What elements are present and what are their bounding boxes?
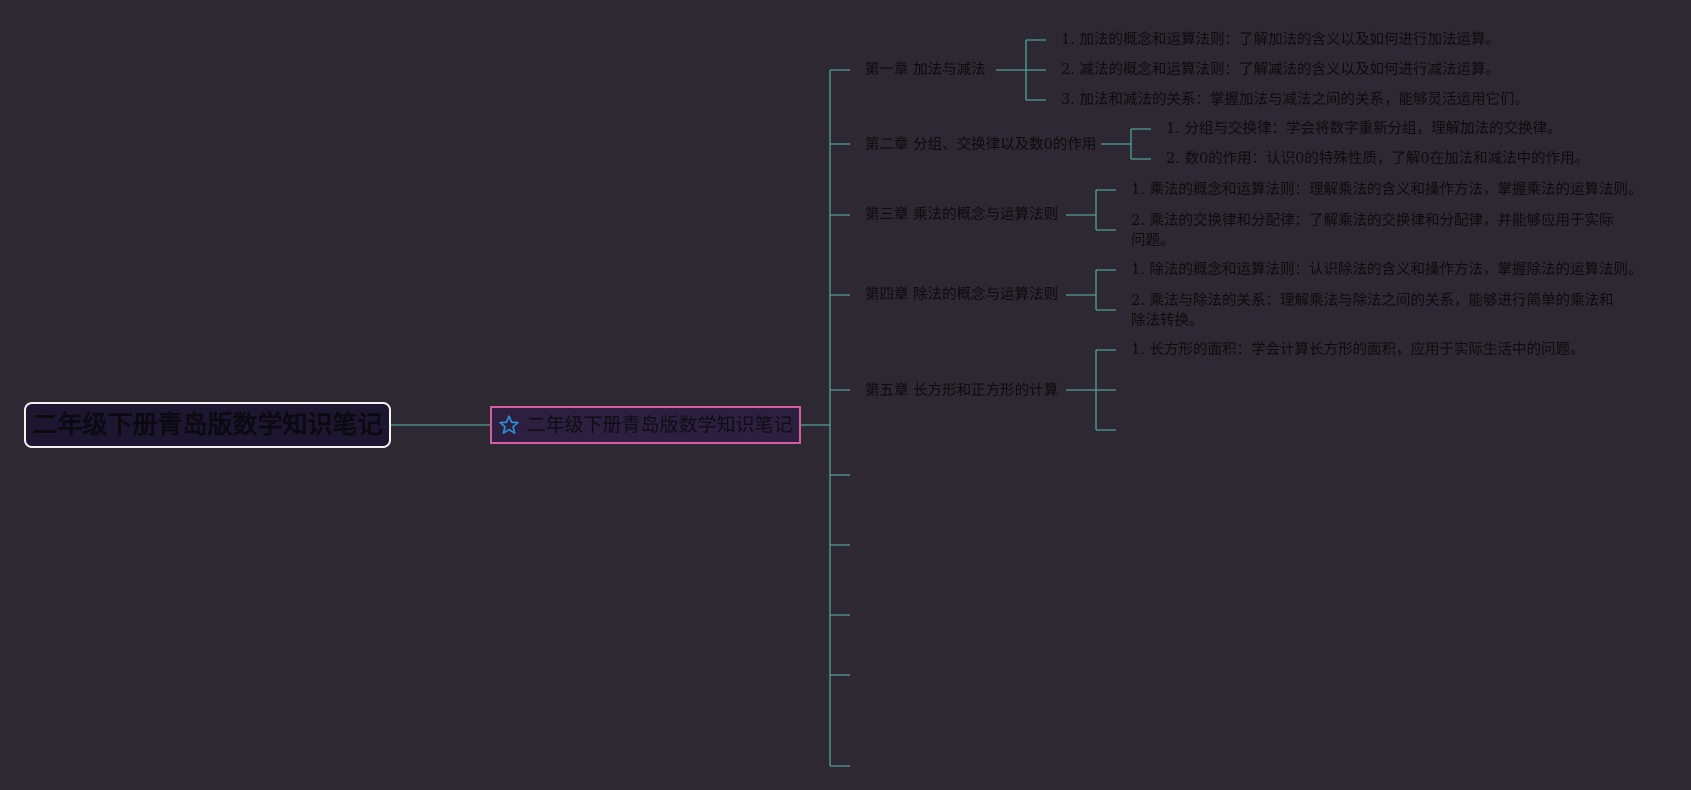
chapter-4-topic[interactable]: 第四章 除法的概念与运算法则 (865, 287, 1059, 303)
chapter-3-item-2[interactable]: 2. 乘法的交换律和分配律：了解乘法的交换律和分配律，并能够应用于实际问题。 (1131, 213, 1614, 249)
chapter-1-item-1[interactable]: 1. 加法的概念和运算法则：了解加法的含义以及如何进行加法运算。 (1061, 32, 1500, 48)
chapter-2-item-1[interactable]: 1. 分组与交换律：学会将数字重新分组，理解加法的交换律。 (1166, 121, 1562, 137)
chapter-1-topic[interactable]: 第一章 加法与减法 (865, 62, 986, 78)
root-topic[interactable]: 二年级下册青岛版数学知识笔记 (24, 402, 391, 448)
chapter-4-item-2[interactable]: 2. 乘法与除法的关系：理解乘法与除法之间的关系，能够进行简单的乘法和除法转换。 (1131, 293, 1614, 329)
chapter-5-topic[interactable]: 第五章 长方形和正方形的计算 (865, 383, 1059, 399)
chapter-2-topic[interactable]: 第二章 分组、交换律以及数0的作用 (865, 137, 1097, 153)
chapter-4-item-1[interactable]: 1. 除法的概念和运算法则：认识除法的含义和操作方法，掌握除法的运算法则。 (1131, 262, 1643, 278)
star-icon (499, 415, 520, 434)
chapter-2-item-2[interactable]: 2. 数0的作用：认识0的特殊性质，了解0在加法和减法中的作用。 (1166, 151, 1590, 167)
chapter-1-item-3[interactable]: 3. 加法和减法的关系：掌握加法与减法之间的关系，能够灵活运用它们。 (1061, 92, 1529, 108)
main-topic-label: 二年级下册青岛版数学知识笔记 (526, 414, 793, 436)
chapter-3-topic[interactable]: 第三章 乘法的概念与运算法则 (865, 207, 1059, 223)
main-topic[interactable]: 二年级下册青岛版数学知识笔记 (490, 406, 801, 444)
chapter-1-item-2[interactable]: 2. 减法的概念和运算法则：了解减法的含义以及如何进行减法运算。 (1061, 62, 1500, 78)
chapter-3-item-1[interactable]: 1. 乘法的概念和运算法则：理解乘法的含义和操作方法，掌握乘法的运算法则。 (1131, 182, 1643, 198)
chapter-5-item-1[interactable]: 1. 长方形的面积：学会计算长方形的面积，应用于实际生活中的问题。 (1131, 342, 1585, 358)
